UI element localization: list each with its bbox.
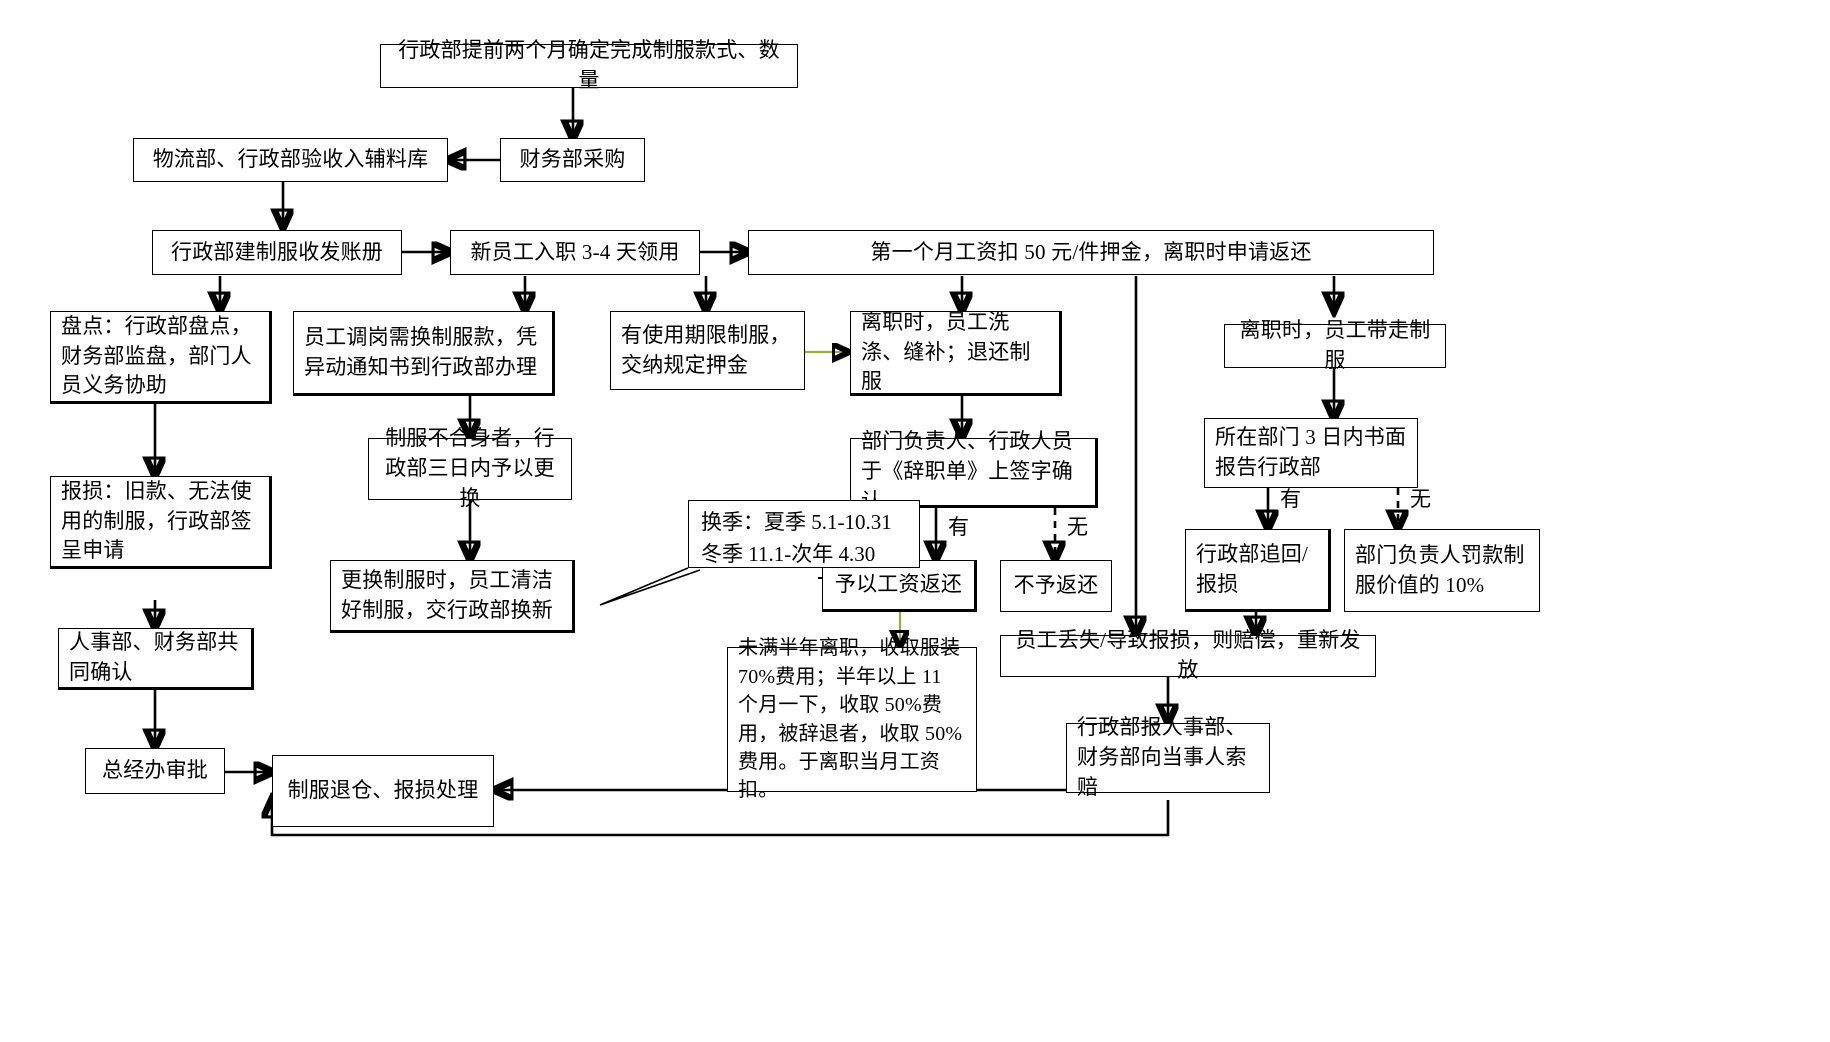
edge-label-no-left: 无: [1065, 515, 1090, 539]
callout-season-change: 换季：夏季 5.1-10.31 冬季 11.1-次年 4.30: [688, 500, 920, 568]
node-refund-salary[interactable]: 予以工资返还: [822, 560, 977, 612]
node-new-employee-issue[interactable]: 新员工入职 3-4 天领用: [450, 230, 700, 275]
node-unfit-replace[interactable]: 制服不合身者，行政部三日内予以更换: [368, 426, 572, 510]
node-replace-clean-uniform[interactable]: 更换制服时，员工清洁好制服，交行政部换新: [330, 560, 575, 633]
node-manager-fine[interactable]: 部门负责人罚款制服价值的 10%: [1344, 529, 1540, 612]
node-logistics-receive[interactable]: 物流部、行政部验收入辅料库: [133, 138, 448, 182]
node-scrap-report[interactable]: 报损：旧款、无法使用的制服，行政部签呈申请: [50, 476, 272, 569]
node-deposit-deduction[interactable]: 第一个月工资扣 50 元/件押金，离职时申请返还: [748, 230, 1434, 275]
note-resign-fee-rule: 未满半年离职，收取服装 70%费用；半年以上 11 个月一下，收取 50%费用，…: [727, 637, 977, 801]
node-claim-against-person[interactable]: 行政部报人事部、财务部向当事人索赔: [1066, 715, 1270, 799]
node-resign-form-signature[interactable]: 部门负责人、行政人员于《辞职单》上签字确认: [850, 429, 1098, 513]
node-gm-office-approval[interactable]: 总经办审批: [85, 748, 225, 794]
node-hr-finance-confirm[interactable]: 人事部、财务部共同确认: [58, 628, 254, 690]
edge-label-no-right: 无: [1408, 487, 1433, 511]
node-limited-term-uniform[interactable]: 有使用期限制服，交纳规定押金: [610, 311, 805, 390]
node-uniform-plan[interactable]: 行政部提前两个月确定完成制服款式、数量: [380, 38, 798, 92]
node-resign-take-uniform[interactable]: 离职时，员工带走制服: [1224, 318, 1446, 372]
edge-label-yes-left: 有: [946, 515, 971, 539]
node-finance-purchase[interactable]: 财务部采购: [500, 138, 645, 182]
node-uniform-return-scrap[interactable]: 制服退仓、报损处理: [272, 755, 494, 827]
node-dept-written-report[interactable]: 所在部门 3 日内书面报告行政部: [1204, 418, 1418, 488]
node-no-refund[interactable]: 不予返还: [1000, 560, 1112, 612]
node-inventory-check[interactable]: 盘点：行政部盘点，财务部监盘，部门人员义务协助: [50, 311, 272, 404]
node-resign-clean-return[interactable]: 离职时，员工洗涤、缝补；退还制服: [850, 310, 1062, 396]
node-employee-loss-compensate[interactable]: 员工丢失/导致报损，则赔偿，重新发放: [1000, 628, 1376, 682]
node-transfer-change[interactable]: 员工调岗需换制服款，凭异动通知书到行政部办理: [293, 311, 555, 396]
node-admin-recover-scrap[interactable]: 行政部追回/报损: [1185, 529, 1331, 612]
node-admin-ledger[interactable]: 行政部建制服收发账册: [152, 230, 402, 275]
edge-label-yes-right: 有: [1278, 487, 1303, 511]
